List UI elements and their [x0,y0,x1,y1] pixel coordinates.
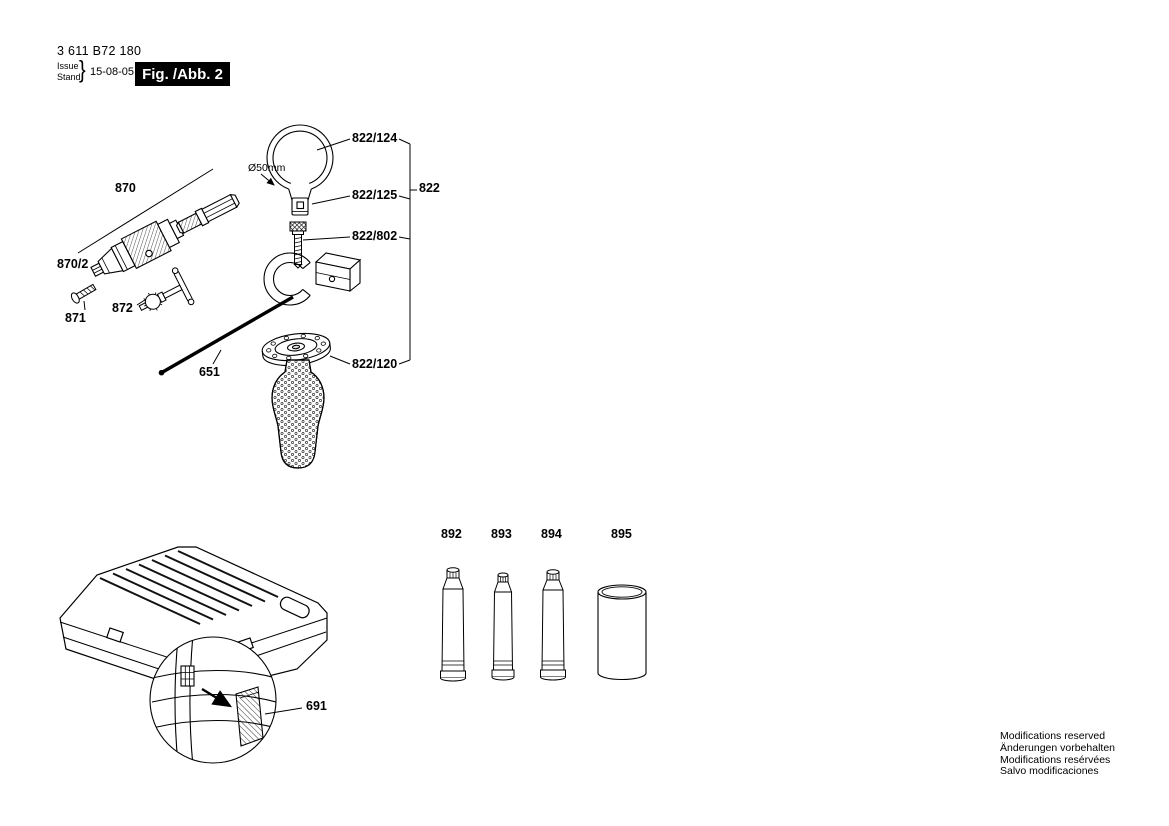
notice-line-en: Modifications reserved [1000,730,1106,742]
label-892: 892 [441,527,462,541]
adapter-shaft [175,193,240,234]
chuck-key-872 [138,267,195,312]
handle-flange-disc [261,332,331,367]
notice-line-fr: Modifications resérvées [1000,753,1111,766]
case-detail-circle [149,636,303,764]
clamp-screw-822-802 [289,221,307,269]
depth-gauge-rod-651 [158,295,294,376]
label-diameter: Ø50mm [248,162,286,174]
notice-line-es: Salvo modificaciones [1000,765,1099,778]
label-822-124: 822/124 [352,131,398,145]
grease-tube-893 [491,572,515,681]
clamp-band-822-124 [266,124,334,201]
label-870: 870 [115,181,136,195]
modifications-notice: Modifications reserved Änderungen vorbeh… [1000,730,1116,778]
side-handle-grip-822-120 [271,359,325,469]
label-651: 651 [199,365,220,379]
screw-871 [70,283,97,304]
label-872: 872 [112,301,133,315]
label-822: 822 [419,181,440,195]
label-691: 691 [306,699,327,713]
issue-brace: } [79,57,86,84]
document-number: 3 611 B72 180 [57,44,142,58]
leader-lines [77,138,417,365]
label-822-120: 822/120 [352,357,398,371]
label-895: 895 [611,527,632,541]
grease-canister-895 [597,584,647,681]
label-822-802: 822/802 [352,229,398,243]
figure-title-badge: Fig. /Abb. 2 [135,62,230,86]
handle-clamp-bracket [263,252,362,306]
retaining-clip-822-125 [291,197,309,216]
label-894: 894 [541,527,562,541]
notice-line-de: Änderungen vorbehalten [1000,741,1116,754]
label-871: 871 [65,311,86,325]
issue-stand-labels: Issue Stand [57,61,81,82]
issue-label: Issue [57,61,79,71]
chuck-870 [90,218,185,277]
issue-date: 15-08-05 [90,66,135,78]
label-870-2: 870/2 [57,257,89,271]
label-822-125: 822/125 [352,188,398,202]
stand-label: Stand [57,71,81,82]
label-893: 893 [491,527,512,541]
grease-tube-894 [540,569,566,681]
grease-tube-892 [440,567,466,682]
